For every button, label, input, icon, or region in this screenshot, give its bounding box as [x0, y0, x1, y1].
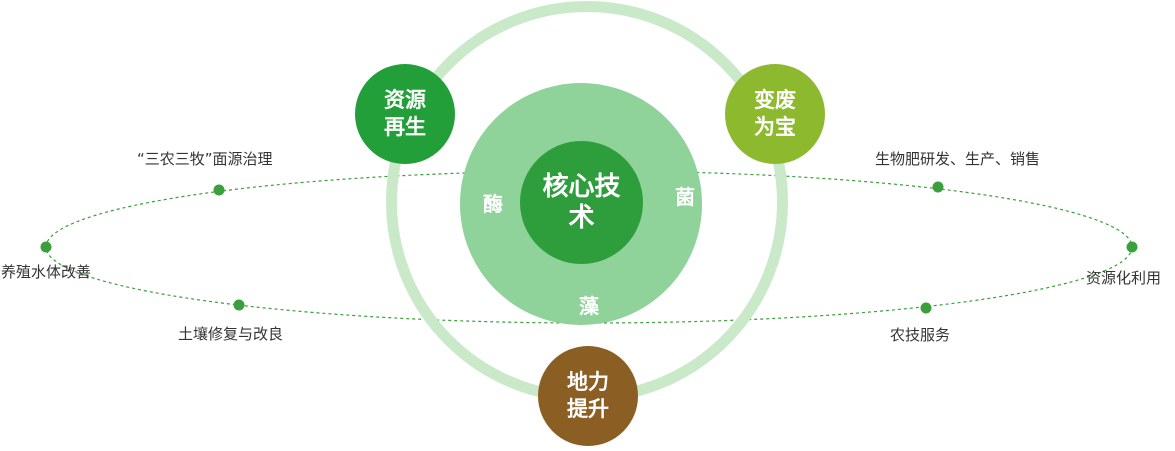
ring-word-enzyme: 酶 [483, 192, 503, 216]
label-agri-tech-service: 农技服务 [890, 326, 951, 344]
core-circle: 核心技术 [520, 141, 643, 264]
orbit-dot-left-bottom [233, 299, 245, 311]
label-aquaculture-water: 养殖水体改善 [1, 263, 92, 281]
label-resource-utilization: 资源化利用 [1086, 269, 1162, 287]
orbit-dot-right-top [932, 181, 944, 193]
orbit-dot-left-top [213, 184, 225, 196]
core-label: 核心技术 [542, 171, 621, 233]
orbit-dot-right-mid [1126, 241, 1138, 253]
node-resource-regeneration: 资源再生 [355, 64, 455, 164]
label-bio-fertilizer: 生物肥研发、生产、销售 [875, 150, 1041, 168]
node-waste-to-treasure-label: 变废为宝 [754, 88, 796, 139]
label-nonpoint-pollution: “三农三牧”面源治理 [137, 150, 273, 168]
ring-word-bacteria: 菌 [675, 185, 695, 209]
node-soil-fertility: 地力提升 [538, 346, 638, 446]
node-waste-to-treasure: 变废为宝 [725, 64, 825, 164]
label-soil-remediation: 土壤修复与改良 [178, 325, 284, 343]
orbit-dot-right-bottom [920, 302, 932, 314]
node-resource-regeneration-label: 资源再生 [384, 88, 426, 139]
node-soil-fertility-label: 地力提升 [567, 370, 609, 421]
ring-word-algae: 藻 [579, 294, 599, 318]
orbit-dot-left-mid [40, 241, 52, 253]
